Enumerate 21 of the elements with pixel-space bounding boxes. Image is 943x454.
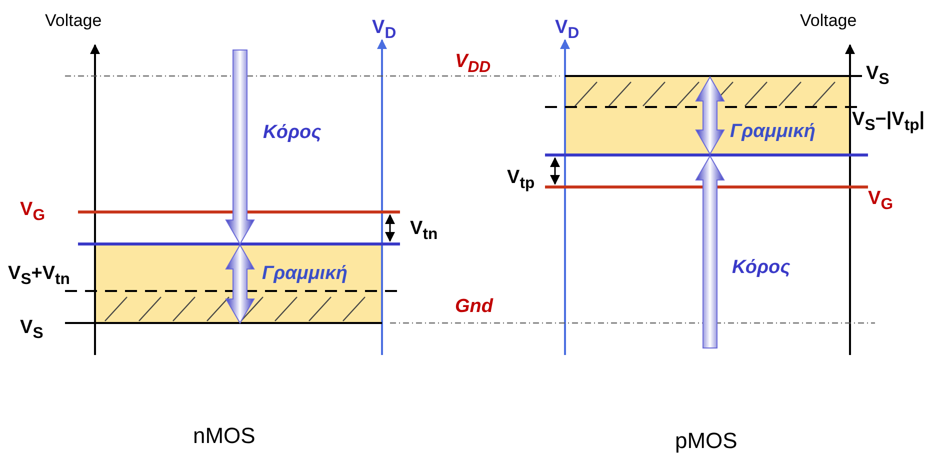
- panel-caption: pMOS: [675, 430, 738, 452]
- axis-label: V$_{D}$: [555, 18, 580, 42]
- voltage-label: V$_{S}$: [20, 318, 44, 342]
- region-label: Γραμμική: [262, 263, 348, 285]
- axis-label: Voltage: [45, 12, 102, 29]
- voltage-label: V$_{tn}$: [410, 219, 438, 243]
- region-label: Γραμμική: [730, 121, 816, 143]
- voltage-label: V$_{G}$: [868, 189, 893, 213]
- panel-caption: nMOS: [193, 425, 256, 447]
- voltage-label: V$_{G}$: [20, 200, 45, 224]
- axis-label: V$_{D}$: [372, 18, 396, 42]
- axis-label: Voltage: [800, 12, 857, 29]
- voltage-label: V$_{S}$: [866, 64, 890, 88]
- voltage-label: V$_{S}$−|V$_{tp}$|: [852, 110, 925, 134]
- voltage-label: V$_{S}$+V$_{tn}$: [8, 264, 70, 288]
- region-label: Κόρος: [263, 123, 322, 142]
- voltage-label: V$_{tp}$: [507, 168, 535, 192]
- voltage-label: V$_{DD}$: [455, 52, 491, 76]
- linear-region-band: [565, 76, 850, 155]
- ground-label: Gnd: [455, 297, 493, 316]
- region-label: Κόρος: [732, 258, 790, 277]
